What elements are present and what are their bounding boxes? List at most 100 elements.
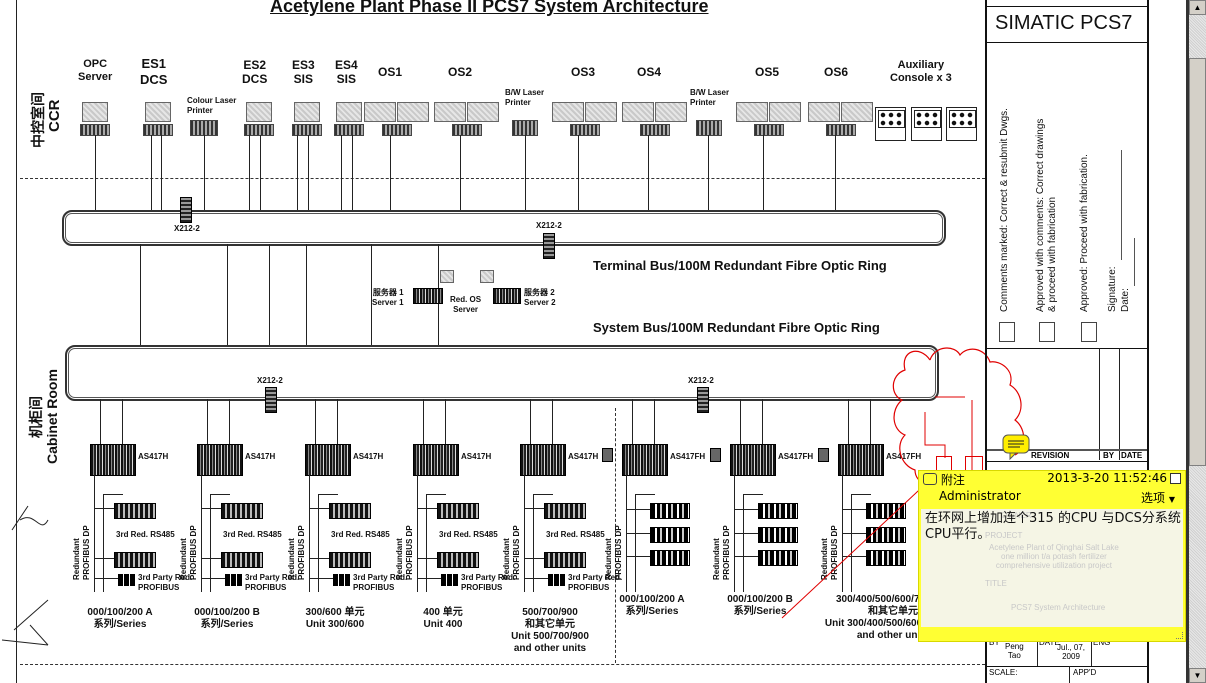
chevron-down-icon: ▼ — [1168, 495, 1175, 504]
switch-label-2: X212-2 — [536, 221, 562, 230]
controller-label: AS417H — [245, 452, 276, 461]
station-label-os4: OS4 — [637, 65, 662, 79]
third-party-label: 3rd Party Red.PROFIBUS — [138, 573, 193, 592]
vertical-scrollbar[interactable]: ▲ ▼ — [1186, 0, 1206, 683]
station-label-os3: OS3 — [571, 65, 596, 79]
eng-label: ENG — [1093, 638, 1111, 647]
third-party-module-icon — [225, 574, 243, 586]
signature-label: Signature: — [1107, 266, 1118, 312]
annotation-body[interactable]: OWNER PROJECT Acetylene Plant of Qinghai… — [921, 509, 1183, 627]
io-module-icon — [437, 552, 479, 568]
station-label-os2: OS2 — [448, 65, 473, 79]
switch-icon-x212-1 — [180, 197, 192, 223]
ghost-title-label: TITLE — [985, 579, 1007, 588]
revision-header: REVISION — [1031, 451, 1070, 460]
io-module-icon — [650, 527, 690, 543]
annotation-timestamp: 2013-3-20 11:52:46 — [1047, 471, 1167, 485]
title-block: SIMATIC PCS7 Comments marked: Correct & … — [985, 0, 1149, 683]
approval-option-1: Comments marked: Correct & resubmit Dwgs… — [999, 108, 1010, 312]
aux-console-icon-2 — [911, 107, 942, 141]
io-module-icon — [544, 552, 586, 568]
io-module-icon — [221, 503, 263, 519]
zone-separator-top — [20, 178, 985, 179]
io-module-icon — [650, 503, 690, 519]
io-module-icon — [114, 503, 156, 519]
rs485-label: 3rd Red. RS485 — [439, 530, 498, 539]
annotation-options-menu[interactable]: 选项 ▼ — [1141, 491, 1175, 505]
third-party-module-icon — [548, 574, 566, 586]
io-module-icon — [650, 550, 690, 566]
controller-rack-icon — [90, 444, 136, 476]
resize-grip[interactable] — [1176, 632, 1183, 639]
switch-icon-x212-2 — [543, 233, 555, 259]
station-label-os1: OS1 — [378, 65, 403, 79]
minimize-button[interactable] — [1170, 473, 1181, 484]
annotation-text[interactable]: 在环网上增加连个315 的CPU 与DCS分系统CPU平行。 — [925, 511, 1181, 542]
comment-note-icon[interactable] — [1002, 434, 1030, 460]
switch-label-3: X212-2 — [257, 376, 283, 385]
approval-option-2a: Approved with comments: Correct drawings — [1035, 118, 1046, 312]
scroll-thumb[interactable] — [1189, 58, 1206, 466]
annotation-popup[interactable]: 附注 2013-3-20 11:52:46 Administrator 选项 ▼… — [918, 470, 1186, 642]
third-party-module-icon — [441, 574, 459, 586]
annotation-header[interactable]: 附注 2013-3-20 11:52:46 — [923, 471, 1181, 489]
fail-safe-icon — [818, 448, 829, 462]
io-module-icon — [221, 552, 263, 568]
server1-icon — [413, 288, 443, 304]
zone-cabinet-cn: 机柜间 — [28, 396, 44, 438]
annotation-leader-line — [781, 477, 933, 619]
io-module-icon — [758, 550, 798, 566]
io-module-icon — [866, 550, 906, 566]
red-os-server-monitor-1 — [440, 270, 454, 283]
io-module-icon — [866, 503, 906, 519]
controller-label: AS417H — [353, 452, 384, 461]
terminal-bus-label: Terminal Bus/100M Redundant Fibre Optic … — [593, 258, 887, 273]
annotation-author: Administrator — [939, 489, 1021, 503]
controller-label: AS417FH — [886, 452, 922, 461]
system-bus-label: System Bus/100M Redundant Fibre Optic Ri… — [593, 320, 880, 335]
io-module-icon — [114, 552, 156, 568]
fail-safe-icon — [602, 448, 613, 462]
controller-rack-icon — [730, 444, 776, 476]
third-party-label: 3rd Party Red.PROFIBUS — [461, 573, 516, 592]
checkbox-approved[interactable] — [1081, 322, 1097, 342]
third-party-module-icon — [118, 574, 136, 586]
scroll-down-button[interactable]: ▼ — [1189, 668, 1206, 683]
fail-safe-icon — [710, 448, 721, 462]
scroll-up-button[interactable]: ▲ — [1189, 0, 1206, 15]
controller-label: AS417H — [138, 452, 169, 461]
brand-label: SIMATIC PCS7 — [995, 12, 1133, 34]
scale-label: SCALE: — [989, 668, 1018, 677]
checkbox-correct-resubmit[interactable] — [999, 322, 1015, 342]
io-module-icon — [329, 552, 371, 568]
io-module-icon — [758, 527, 798, 543]
io-module-icon — [866, 527, 906, 543]
checkbox-approved-comments[interactable] — [1039, 322, 1055, 342]
revision-date-header: DATE — [1121, 451, 1143, 460]
third-party-label: 3rd Party Red.PROFIBUS — [245, 573, 300, 592]
controller-rack-icon — [622, 444, 668, 476]
io-module-icon — [758, 503, 798, 519]
